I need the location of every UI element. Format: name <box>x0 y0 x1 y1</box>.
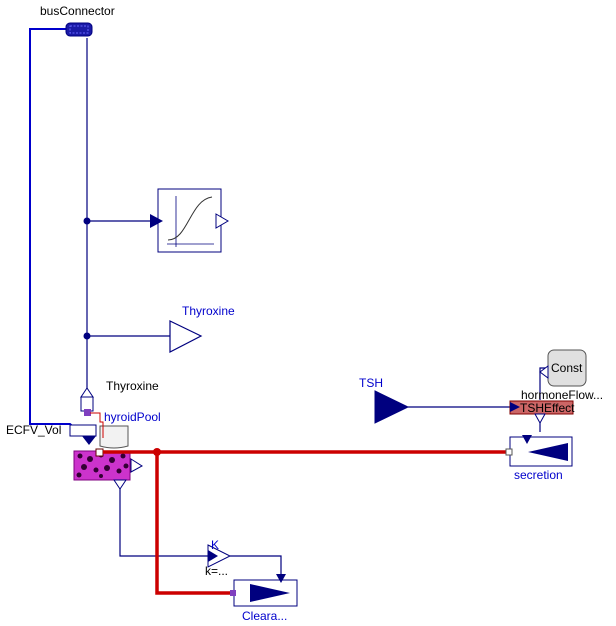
tsh-input-triangle[interactable] <box>374 390 410 424</box>
gain-k-label: K <box>211 538 219 552</box>
tsh-effect-label: TSHEffect <box>520 401 575 415</box>
tsh-effect-block[interactable] <box>509 400 574 425</box>
ecfv-wire <box>29 28 85 437</box>
bus-connector-icon[interactable] <box>65 22 93 37</box>
thyroxine-input-label: Thyroxine <box>106 379 159 393</box>
junction-dot <box>83 332 91 340</box>
hormone-flow-label: hormoneFlow... <box>521 388 603 402</box>
thyroxine-input-connector[interactable] <box>80 387 94 416</box>
thyroid-pool-block[interactable] <box>73 448 143 490</box>
thyroxine-output-label: Thyroxine <box>182 304 235 318</box>
effect-link-wire <box>90 412 104 438</box>
ecfv-vol-label: ECFV_Vol <box>6 423 61 437</box>
gain-value-label: k=... <box>205 564 228 578</box>
curve-block[interactable] <box>150 188 229 253</box>
gain-block[interactable] <box>207 544 232 568</box>
ecfv-vol-connector[interactable] <box>69 424 97 445</box>
clearance-label: Cleara... <box>242 609 287 623</box>
flow-junction-dot <box>153 448 161 456</box>
tsh-label: TSH <box>359 376 383 390</box>
beaker-icon <box>99 425 129 449</box>
const-block[interactable] <box>539 349 587 387</box>
clearance-block[interactable] <box>230 574 298 607</box>
secretion-block[interactable] <box>505 435 573 467</box>
secretion-label: secretion <box>514 468 563 482</box>
thyroxine-output-triangle[interactable] <box>169 320 203 353</box>
flow-wires <box>103 450 508 595</box>
const-label: Const <box>551 361 583 375</box>
thyroid-pool-label: hyroidPool <box>104 410 161 424</box>
bus-connector-label: busConnector <box>40 4 115 18</box>
junction-dot <box>83 217 91 225</box>
